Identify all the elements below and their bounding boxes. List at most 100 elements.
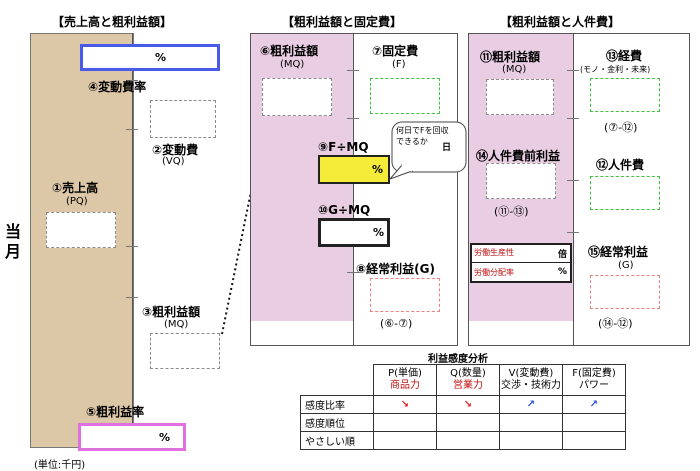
labor-cost-label: ⑫人件費 (596, 158, 645, 172)
column-header-fixed-cost: F(固定費) パワー (562, 364, 626, 396)
callout-text: 何日でFを回収できるか (396, 126, 449, 146)
header-gross-profit-fixed-cost: 【粗利益額と固定費】 (282, 15, 403, 29)
right-mq-sub: (MQ) (502, 64, 527, 75)
mq-input[interactable] (262, 78, 332, 116)
right-ordinary-profit-input[interactable] (590, 275, 660, 309)
gross-margin-label: ⑤粗利益率 (86, 405, 145, 419)
unit-note: (単位:千円) (34, 460, 86, 471)
side-label-current-month: 当月 (4, 222, 21, 261)
expenses-sub: (モノ・金利・未来) (580, 65, 651, 74)
price-ratio-cell[interactable]: ↘ (373, 395, 437, 414)
axis-tick (347, 70, 359, 71)
sensitivity-title: 利益感度分析 (428, 354, 488, 365)
variable-cost-sub: (VQ) (162, 156, 185, 167)
labor-share-label: 労働分配率 (474, 268, 514, 277)
row-label-ease-rank: やさしい順 (300, 431, 374, 450)
sales-sub: (PQ) (66, 196, 88, 207)
up-arrow-icon: ↗ (526, 399, 536, 410)
ordinary-profit-input[interactable] (370, 278, 440, 312)
callout-bubble-shape (388, 121, 467, 181)
ordinary-profit-label: ⑧経常利益(G) (356, 262, 435, 276)
gross-margin-input[interactable]: % (78, 423, 186, 451)
pre-labor-profit-formula: (⑪-⑬) (494, 205, 529, 218)
right-mq-input[interactable] (486, 79, 554, 115)
variable-cost-rate-input[interactable]: % (80, 44, 220, 71)
table-cell[interactable] (562, 431, 626, 450)
labor-productivity-label: 労働生産性 (474, 248, 514, 257)
axis-tick (126, 80, 138, 81)
productivity-box: 労働生産性 倍 労働分配率 % (470, 243, 572, 283)
fixed-cost-input[interactable] (370, 78, 440, 114)
expenses-label: ⑬経費 (606, 49, 643, 63)
table-cell[interactable] (436, 431, 500, 450)
callout-day-unit: 日 (442, 143, 452, 153)
table-row: やさしい順 (300, 431, 626, 450)
expenses-formula: (⑦-⑫) (604, 121, 638, 134)
header-gross-profit-labor-cost: 【粗利益額と人件費】 (500, 15, 621, 29)
fixed-cost-ratio-cell[interactable]: ↗ (562, 395, 626, 414)
f-mq-input[interactable]: % (318, 155, 390, 184)
pre-labor-profit-label: ⑭人件費前利益 (476, 149, 561, 163)
column-header-price: P(単価) 商品力 (373, 364, 437, 396)
labor-cost-panel-frame (468, 33, 690, 346)
labor-share-unit: % (558, 267, 568, 277)
down-arrow-icon: ↘ (463, 399, 473, 410)
table-cell[interactable] (436, 413, 500, 432)
gross-profit-input[interactable] (150, 333, 220, 369)
sales-input[interactable] (46, 212, 116, 248)
axis-tick (126, 129, 138, 130)
fixed-cost-label: ⑦固定費 (372, 44, 419, 58)
right-ordinary-profit-formula: (⑭-⑫) (598, 317, 633, 330)
labor-cost-input[interactable] (590, 176, 660, 210)
row-label-sensitivity-rank: 感度順位 (300, 413, 374, 432)
sensitivity-table: P(単価) 商品力 Q(数量) 営業力 V(変動費) 交渉・技術力 F(固定費)… (300, 364, 626, 450)
axis-tick (567, 232, 579, 233)
expenses-input[interactable] (590, 78, 660, 112)
g-mq-input[interactable]: % (318, 218, 390, 247)
labor-productivity-unit: 倍 (558, 250, 568, 260)
middle-axis-line (353, 33, 354, 346)
gross-profit-label: ③粗利益額 (142, 305, 201, 319)
down-arrow-icon: ↘ (400, 399, 410, 410)
table-header-row: P(単価) 商品力 Q(数量) 営業力 V(変動費) 交渉・技術力 F(固定費)… (300, 364, 626, 396)
axis-tick (567, 118, 579, 119)
header-sales-gross-profit: 【売上高と粗利益額】 (52, 15, 173, 29)
right-ordinary-profit-sub: (G) (618, 260, 634, 271)
table-cell[interactable] (373, 413, 437, 432)
pre-labor-profit-input[interactable] (486, 163, 556, 199)
column-header-quantity: Q(数量) 営業力 (436, 364, 500, 396)
f-mq-label: ⑨F÷MQ (318, 140, 369, 154)
axis-tick (126, 297, 138, 298)
table-cell[interactable] (562, 413, 626, 432)
g-mq-label: ⑩G÷MQ (318, 203, 371, 217)
variable-cost-input[interactable] (150, 100, 216, 138)
axis-tick (347, 272, 359, 273)
table-cell[interactable] (373, 431, 437, 450)
mq-sub: (MQ) (280, 59, 305, 70)
variable-cost-ratio-cell[interactable]: ↗ (499, 395, 563, 414)
table-cell[interactable] (499, 431, 563, 450)
column-header-variable-cost: V(変動費) 交渉・技術力 (499, 364, 563, 396)
up-arrow-icon: ↗ (589, 399, 599, 410)
ordinary-profit-formula: (⑥-⑦) (380, 317, 413, 330)
axis-tick (567, 180, 579, 181)
variable-cost-rate-label: ④変動費率 (88, 80, 147, 94)
fixed-cost-panel-frame (250, 33, 458, 346)
quantity-ratio-cell[interactable]: ↘ (436, 395, 500, 414)
row-label-sensitivity-ratio: 感度比率 (300, 395, 374, 414)
right-axis-line (573, 33, 574, 346)
table-cell[interactable] (499, 413, 563, 432)
right-ordinary-profit-label: ⑮経常利益 (588, 245, 649, 259)
axis-tick (126, 246, 138, 247)
percent-sign: % (373, 226, 385, 239)
axis-tick (347, 118, 359, 119)
percent-sign: % (372, 163, 384, 176)
table-row: 感度順位 (300, 413, 626, 432)
percent-sign: % (159, 431, 171, 444)
axis-tick (567, 70, 579, 71)
sales-label: ①売上高 (52, 181, 99, 195)
productivity-divider (472, 262, 570, 263)
percent-sign: % (155, 51, 167, 64)
mq-label: ⑥粗利益額 (260, 44, 319, 58)
gross-profit-sub: (MQ) (164, 319, 189, 330)
